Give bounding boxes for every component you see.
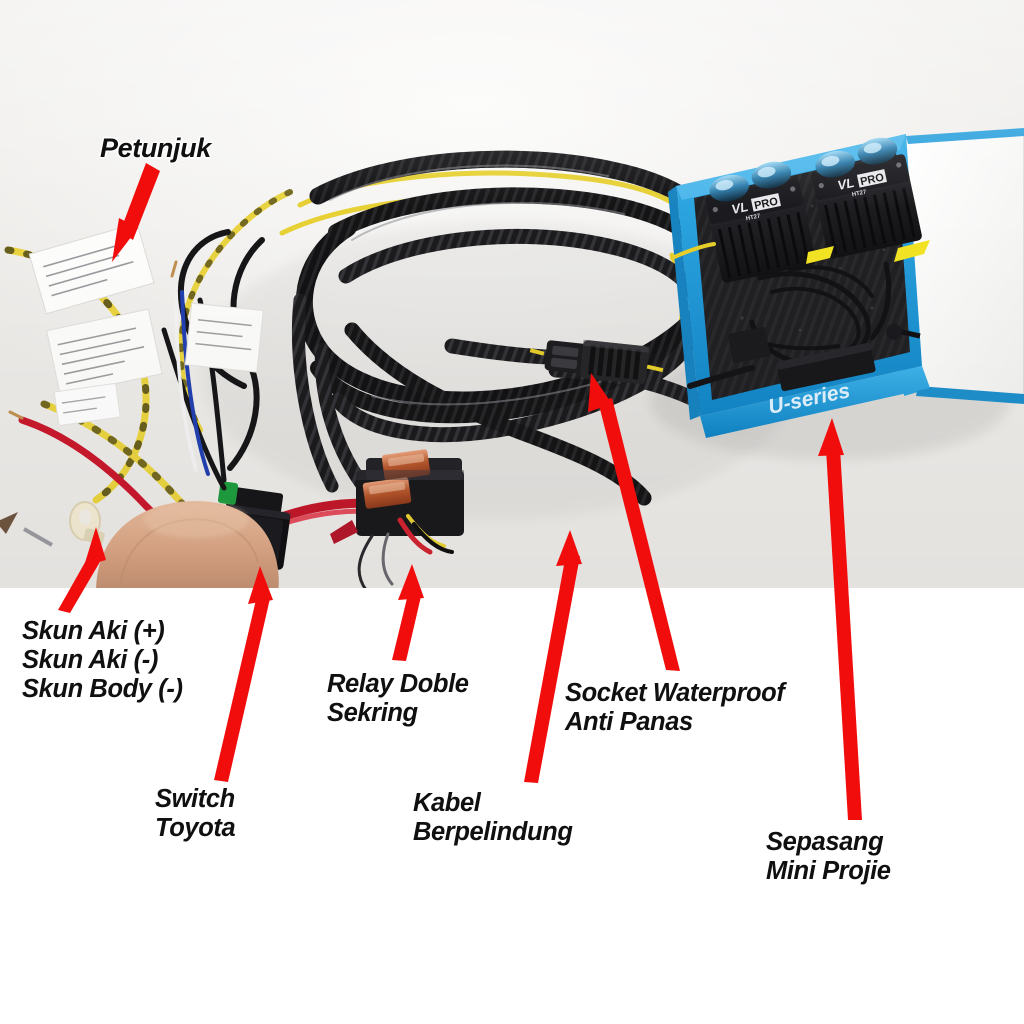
svg-text:HT27: HT27 [851,189,867,198]
svg-text:VL: VL [836,175,855,193]
photo-scene: VL PRO HT27 [0,128,1024,592]
callout-label-switch: Switch Toyota [155,785,236,843]
svg-text:PRO: PRO [753,195,779,212]
callout-label-petunjuk: Petunjuk [100,133,211,163]
product-photograph: VL PRO HT27 [0,0,1024,592]
callout-label-socket: Socket Waterproof Anti Panas [565,679,785,737]
ring-terminal-skun [0,501,105,547]
callout-label-skun: Skun Aki (+) Skun Aki (-) Skun Body (-) [22,617,183,704]
svg-text:VL: VL [730,199,749,217]
svg-text:HT27: HT27 [745,213,761,222]
callout-label-kabel: Kabel Berpelindung [413,789,573,847]
mini-projector-2: VL PRO HT27 [811,137,922,259]
product-box: VL PRO HT27 [668,128,1024,438]
callout-label-relay: Relay Doble Sekring [327,670,469,728]
mini-projector-1: VL PRO HT27 [705,161,816,283]
hand [96,501,279,592]
svg-text:PRO: PRO [859,171,885,188]
callout-label-sepasang: Sepasang Mini Projie [766,828,891,886]
relay-double-fuse-box [229,449,464,592]
waterproof-connector [529,339,664,384]
